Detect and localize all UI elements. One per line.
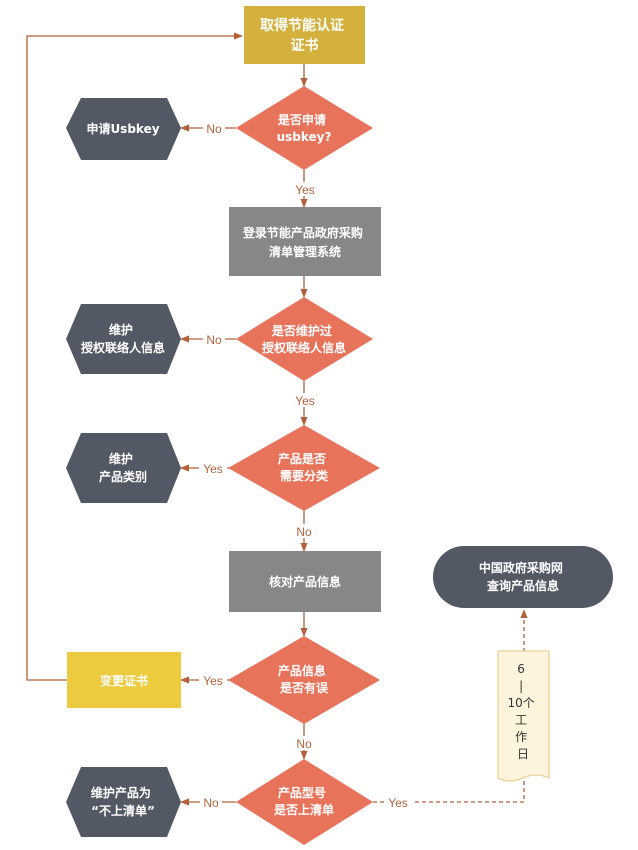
node-apply-usbkey-label: 申请Usbkey (86, 121, 159, 136)
label-d5-no: No (203, 796, 219, 810)
note-line-5: 作 (515, 730, 527, 744)
svg-text:登录节能产品政府采购 清单管理系统: 登录节能产品政府采购 清单管理系统 (242, 225, 367, 259)
svg-text:6 | 10个 工: 6 | 10个 工 作 日 (507, 662, 538, 761)
svg-text:维护 产品类别: 维护 产品类别 (99, 451, 147, 484)
edge-d5-query (373, 609, 528, 803)
svg-text:是否维护过 授权联络人信息: 是否维护过 授权联络人信息 (262, 323, 346, 355)
node-decision-category: 产品是否 需要分类 (228, 425, 380, 511)
node-check-info-label: 核对产品信息 (269, 574, 341, 589)
node-not-listed-line1: 维护产品为 (91, 785, 151, 800)
node-maintain-category: 维护 产品类别 (66, 433, 181, 503)
label-d2-yes: Yes (295, 394, 315, 408)
node-decision-category-line2: 需要分类 (280, 468, 329, 483)
label-d3-no: No (296, 525, 312, 539)
node-login-system: 登录节能产品政府采购 清单管理系统 (229, 207, 381, 276)
node-start: 取得节能认证 证书 (244, 6, 365, 64)
label-d4-yes: Yes (203, 674, 223, 688)
note-line-6: 日 (517, 747, 529, 761)
node-decision-contact-line1: 是否维护过 (271, 323, 332, 338)
svg-text:是否申请 usbkey?: 是否申请 usbkey? (277, 112, 332, 144)
label-d1-no: No (206, 122, 222, 136)
label-d5-yes: Yes (388, 796, 408, 810)
node-change-certificate-label: 变更证书 (100, 673, 148, 688)
node-maintain-category-line2: 产品类别 (99, 469, 147, 484)
node-decision-listed: 产品型号 是否上清单 (236, 759, 373, 845)
svg-text:产品型号 是否上清单: 产品型号 是否上清单 (273, 785, 334, 817)
node-decision-usbkey: 是否申请 usbkey? (236, 86, 373, 170)
node-start-line2: 证书 (291, 37, 319, 54)
node-not-listed: 维护产品为 “不上清单” (66, 767, 181, 837)
svg-text:中国政府采购网 查询产品信息: 中国政府采购网 查询产品信息 (479, 560, 567, 593)
svg-text:产品是否 需要分类: 产品是否 需要分类 (278, 451, 330, 483)
node-maintain-category-line1: 维护 (109, 451, 133, 466)
svg-text:维护 授权联络人信息: 维护 授权联络人信息 (81, 322, 165, 355)
label-d3-yes: Yes (203, 462, 223, 476)
note-line-2: | (519, 679, 523, 693)
label-d4-no: No (296, 737, 312, 751)
node-maintain-contact-line1: 维护 (109, 322, 133, 337)
node-apply-usbkey: 申请Usbkey (66, 98, 181, 160)
note-working-days: 6 | 10个 工 作 日 (497, 650, 550, 782)
node-decision-error: 产品信息 是否有误 (228, 636, 380, 724)
node-query-gov-site-line1: 中国政府采购网 (479, 560, 563, 575)
node-login-system-line1: 登录节能产品政府采购 (242, 225, 363, 240)
node-maintain-contact: 维护 授权联络人信息 (66, 304, 181, 374)
node-decision-error-line1: 产品信息 (278, 663, 326, 678)
edge-change-start-loop (26, 32, 243, 681)
node-not-listed-line2: “不上清单” (91, 803, 155, 818)
node-start-line1: 取得节能认证 (260, 17, 344, 34)
svg-text:维护产品为 “不上清单”: 维护产品为 “不上清单” (91, 785, 155, 818)
note-line-1: 6 (517, 662, 525, 676)
node-maintain-contact-line2: 授权联络人信息 (81, 340, 165, 355)
label-d1-yes: Yes (295, 183, 315, 197)
node-decision-usbkey-line1: 是否申请 (277, 112, 326, 127)
svg-text:取得节能认证 证书: 取得节能认证 证书 (260, 17, 349, 54)
node-decision-contact: 是否维护过 授权联络人信息 (236, 297, 373, 381)
node-decision-error-line2: 是否有误 (279, 680, 329, 695)
node-decision-contact-line2: 授权联络人信息 (262, 340, 346, 355)
label-d2-no: No (206, 333, 222, 347)
node-change-certificate: 变更证书 (67, 652, 181, 708)
node-query-gov-site-line2: 查询产品信息 (486, 578, 559, 593)
node-query-gov-site: 中国政府采购网 查询产品信息 (433, 546, 613, 608)
node-login-system-line2: 清单管理系统 (269, 244, 341, 259)
svg-text:产品信息 是否有误: 产品信息 是否有误 (278, 663, 330, 695)
node-decision-category-line1: 产品是否 (278, 451, 326, 466)
node-decision-listed-line2: 是否上清单 (273, 802, 334, 817)
edge-labels: No Yes No Yes Yes No Yes No No Yes (199, 121, 412, 810)
node-decision-usbkey-line2: usbkey? (277, 130, 332, 144)
note-line-3: 10个 (507, 696, 534, 710)
note-line-4: 工 (515, 713, 527, 727)
node-decision-listed-line1: 产品型号 (278, 785, 326, 800)
node-check-info: 核对产品信息 (229, 551, 381, 612)
